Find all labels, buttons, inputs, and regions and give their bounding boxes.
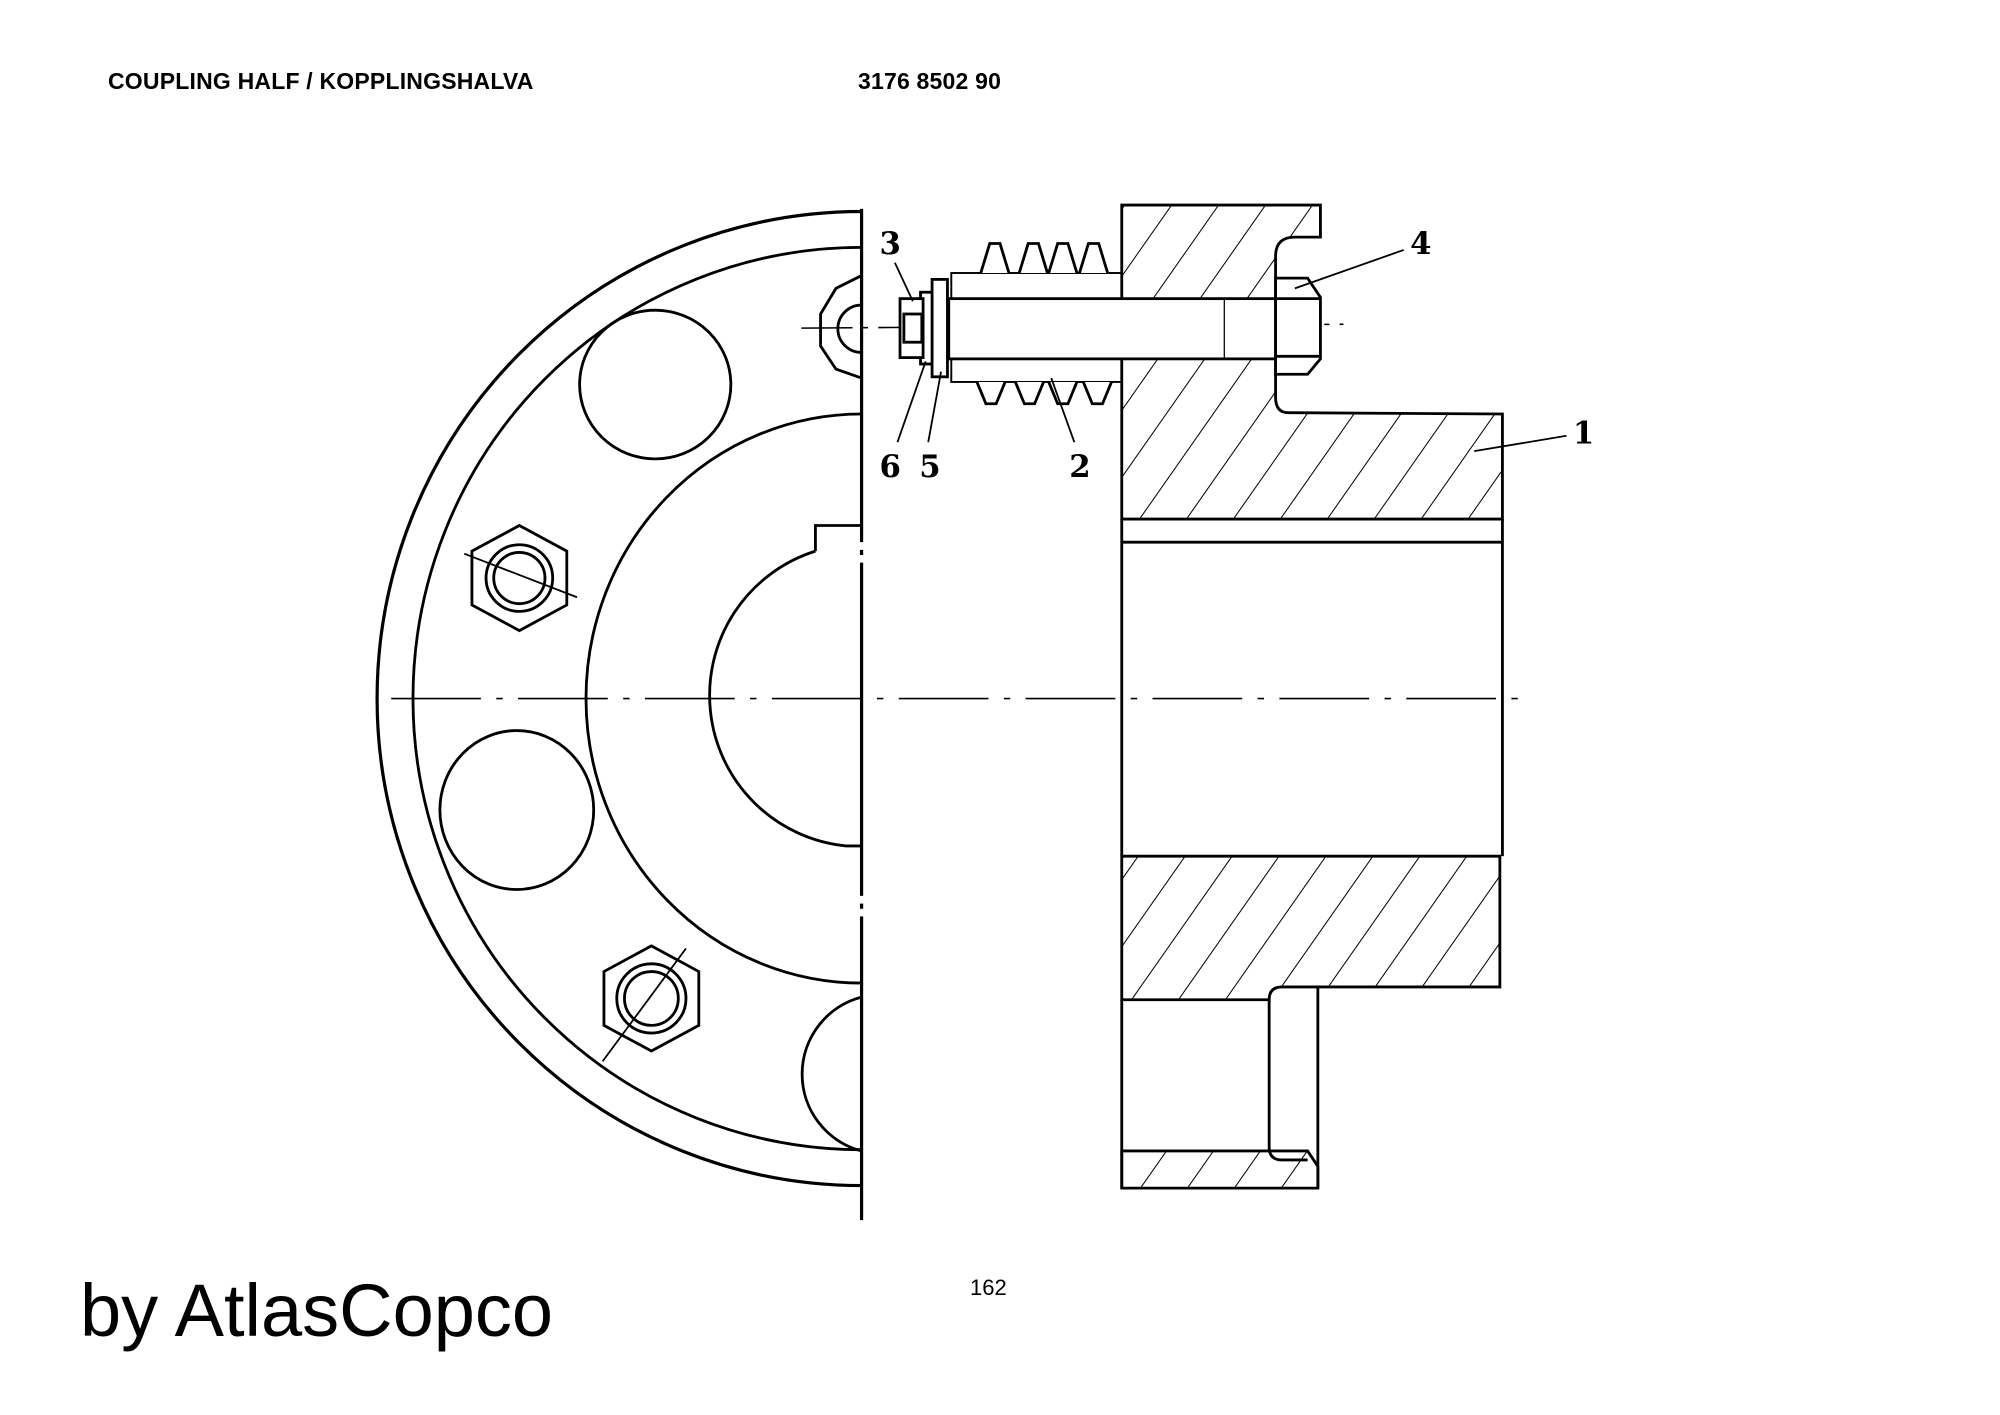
hex-nut [463,523,578,633]
callout-2: 2 [1069,449,1090,485]
callout-3: 3 [880,226,901,262]
callout-4: 4 [1410,226,1431,262]
watermark: by AtlasCopco [80,1269,554,1352]
hex-nut [601,944,701,1062]
page-number: 162 [970,1275,1007,1300]
part-number: 3176 8502 90 [858,68,1002,94]
document-title: COUPLING HALF / KOPPLINGSHALVA [108,68,534,94]
bolt [898,276,1322,379]
callout-5: 5 [919,449,940,485]
callout-6: 6 [880,449,901,485]
hub-section [1120,203,1504,1190]
callout-1: 1 [1573,415,1594,451]
leader-lines [894,249,1567,453]
hex-nut-partial [819,274,863,380]
rubber-element [950,242,1123,406]
